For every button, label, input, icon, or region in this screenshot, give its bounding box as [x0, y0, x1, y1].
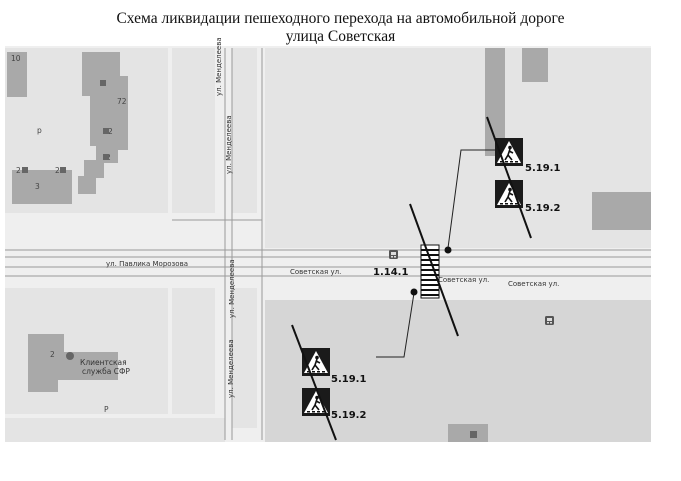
entrance-icon	[22, 167, 28, 173]
entrance-icon	[103, 128, 109, 134]
house-number-3: 3	[35, 182, 40, 191]
house-number: 2	[16, 166, 21, 175]
city-blocks	[5, 48, 651, 442]
house-number: 2	[50, 350, 55, 359]
house-number: 22	[55, 166, 65, 175]
house-letter: р	[37, 126, 42, 135]
house-letter: Р	[104, 405, 109, 414]
poi-marker-icon	[66, 352, 74, 360]
street-label-mendeleeva-2: ул. Менделеева	[225, 115, 233, 174]
bus-stop-icon	[389, 250, 398, 259]
sign-leader-lines	[376, 149, 495, 358]
sign-label-5-19-1-upper: 5.19.1	[525, 163, 560, 174]
entrance-icon	[103, 154, 109, 160]
street-label-pavlika: ул. Павлика Морозова	[106, 260, 188, 268]
road-edges	[5, 48, 651, 440]
sign-post-marker	[444, 246, 452, 254]
entrance-icon	[470, 431, 477, 438]
street-label-sovetskaya: Советская ул.	[290, 268, 341, 276]
street-label-mendeleeva-3: ул. Менделеева	[228, 259, 236, 318]
buildings	[7, 48, 651, 442]
strike-lines	[291, 116, 532, 441]
pedestrian-crosswalk-marking[interactable]	[420, 244, 440, 299]
poi-label-line2: служба СФР	[82, 367, 130, 376]
map-title-line1: Схема ликвидации пешеходного перехода на…	[116, 10, 565, 27]
bus-stop-icon	[545, 316, 554, 325]
house-number: 2	[108, 127, 113, 136]
poi-client-service[interactable]: Клиентская служба СФР	[66, 352, 130, 376]
street-label-sovetskaya-3: Советская ул.	[508, 280, 559, 288]
house-number-10: 10	[11, 54, 21, 63]
street-label-sovetskaya-2: Советская ул.	[438, 276, 489, 284]
entrance-icon	[60, 167, 66, 173]
marking-label-1-14-1: 1.14.1	[373, 267, 408, 278]
poi-label-line1: Клиентская	[80, 358, 127, 367]
entrance-icon	[100, 80, 106, 86]
street-label-mendeleeva: ул. Менделеева	[215, 37, 223, 96]
map-title-line2: улица Советская	[285, 28, 396, 45]
sign-post-marker	[410, 288, 418, 296]
street-label-mendeleeva-4: ул. Менделеева	[227, 339, 235, 398]
house-number-72: 72	[117, 97, 127, 106]
sign-label-5-19-1-lower: 5.19.1	[331, 374, 366, 385]
sign-label-5-19-2-lower: 5.19.2	[331, 410, 366, 421]
sign-label-5-19-2-upper: 5.19.2	[525, 203, 560, 214]
